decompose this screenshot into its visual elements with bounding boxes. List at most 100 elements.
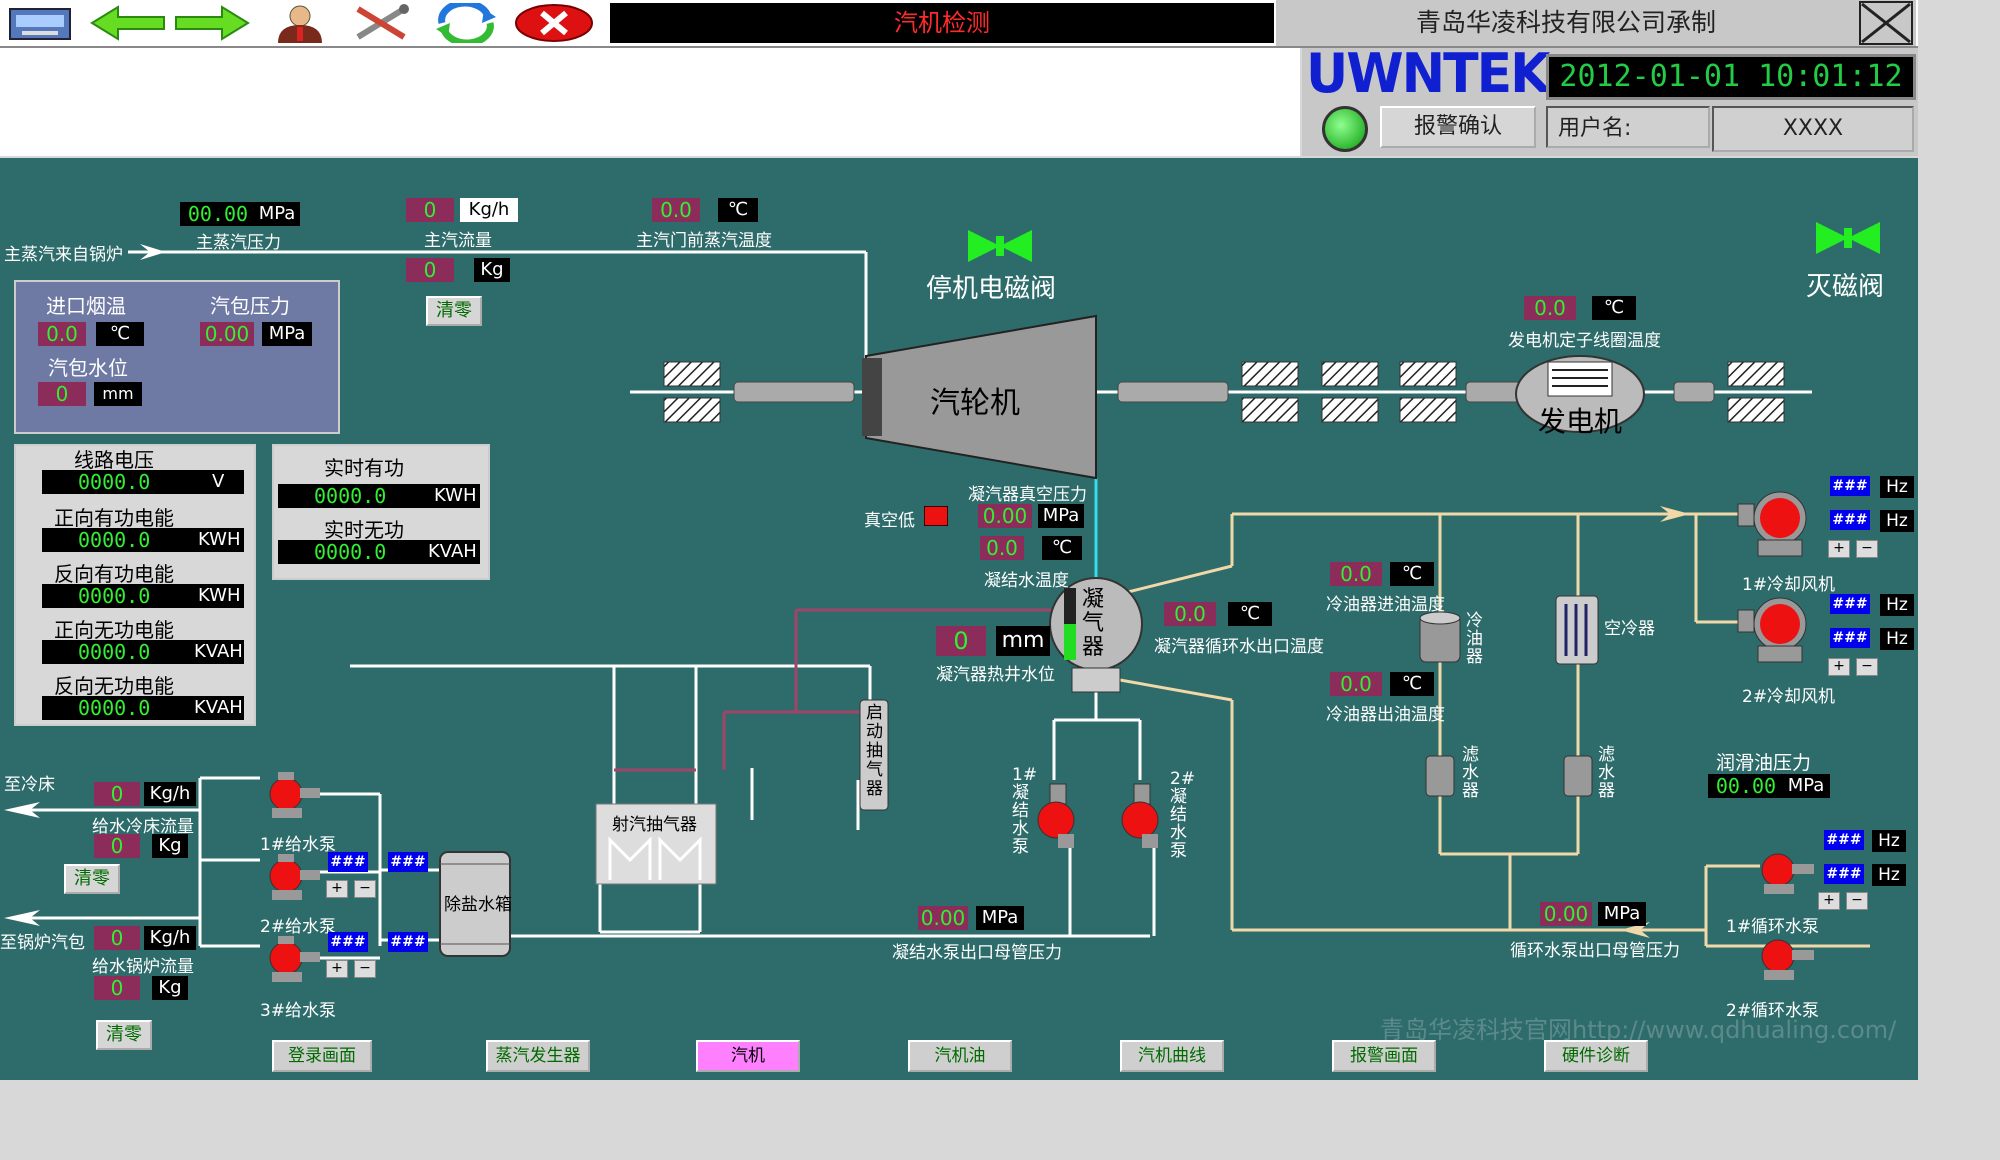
feed-pump-1-icon[interactable] xyxy=(258,770,322,824)
circ-pump-1-icon[interactable] xyxy=(1758,848,1818,902)
extinguish-valve-icon[interactable] xyxy=(1812,218,1884,262)
cond-header-pressure-label: 凝结水泵出口母管压力 xyxy=(892,943,1062,963)
boiler-clear-button[interactable]: 清零 xyxy=(96,1020,152,1050)
inlet-temp-label: 进口烟温 xyxy=(46,294,126,318)
nav-hardware-diagnostics[interactable]: 硬件诊断 xyxy=(1544,1040,1648,1072)
fan2-hz-unit-2: Hz xyxy=(1880,628,1914,650)
fan2-minus-button[interactable]: − xyxy=(1856,658,1878,676)
circ-pump1-plus-button[interactable]: + xyxy=(1818,892,1840,910)
condensate-temp-value: 0.0 xyxy=(980,536,1024,560)
main-steam-pressure-unit: MPa xyxy=(254,202,300,226)
alarm-led-icon xyxy=(1322,106,1368,152)
boiler-flow-label: 给水锅炉流量 xyxy=(92,957,194,977)
circ-pump1-minus-button[interactable]: − xyxy=(1846,892,1868,910)
stator-temp-unit: ℃ xyxy=(1592,296,1636,320)
nav-turbine-curve[interactable]: 汽机曲线 xyxy=(1120,1040,1224,1072)
feed-pump2-plus-button[interactable]: + xyxy=(326,880,348,898)
feed-pump3-plus-button[interactable]: + xyxy=(326,960,348,978)
drum-level-unit: mm xyxy=(94,382,142,406)
rev-reactive-energy-unit: KVAH xyxy=(194,697,243,718)
boiler-total-value: 0 xyxy=(94,976,140,1000)
cold-flow-value: 0 xyxy=(94,782,140,806)
cold-total-value: 0 xyxy=(94,834,140,858)
fwd-active-energy-unit: KWH xyxy=(198,529,241,550)
condenser-label: 凝 气 器 xyxy=(1082,587,1105,660)
to-cold-bed-label: 至冷床 xyxy=(4,775,55,795)
main-steam-flow-value: 0 xyxy=(406,198,454,222)
cond-pump-1-icon[interactable] xyxy=(1034,780,1084,854)
fan2-freq-set[interactable]: ### xyxy=(1830,594,1870,614)
fan2-freq-actual: ### xyxy=(1830,628,1870,648)
datetime-display: 2012-01-01 10:01:12 xyxy=(1546,54,1916,100)
circ-pump1-label: 1#循环水泵 xyxy=(1726,917,1820,937)
cold-clear-button[interactable]: 清零 xyxy=(64,864,120,894)
hotwell-level-value: 0 xyxy=(936,626,986,656)
forward-arrow-icon[interactable] xyxy=(172,3,250,43)
steam-source-label: 主蒸汽来自锅炉 xyxy=(4,245,123,265)
vacuum-low-label: 真空低 xyxy=(864,511,915,531)
generator-label: 发电机 xyxy=(1538,405,1623,438)
nav-steam-generator[interactable]: 蒸汽发生器 xyxy=(486,1040,590,1072)
fan1-freq-set[interactable]: ### xyxy=(1830,476,1870,496)
boiler-total-unit: Kg xyxy=(152,976,188,1000)
cooler-out-temp-value: 0.0 xyxy=(1330,672,1382,696)
cooling-fan-1-icon[interactable] xyxy=(1734,490,1814,564)
circ-pump1-freq-set[interactable]: ### xyxy=(1824,830,1864,850)
window-close-button[interactable] xyxy=(1856,0,1916,46)
feed-pump-2-icon[interactable] xyxy=(258,852,322,906)
drum-level-label: 汽包水位 xyxy=(48,356,128,380)
tank-in-freq-2[interactable]: ### xyxy=(388,932,428,952)
nav-turbine-oil[interactable]: 汽机油 xyxy=(908,1040,1012,1072)
circ-pump2-label: 2#循环水泵 xyxy=(1726,1001,1820,1021)
circ-outlet-temp-unit: ℃ xyxy=(1228,602,1272,626)
fan1-freq-actual: ### xyxy=(1830,510,1870,530)
main-steam-flow-label: 主汽流量 xyxy=(424,231,492,251)
stator-temp-value: 0.0 xyxy=(1524,296,1576,320)
feed-pump2-minus-button[interactable]: − xyxy=(354,880,376,898)
tank-in-freq-1[interactable]: ### xyxy=(388,852,428,872)
user-icon[interactable] xyxy=(264,3,336,43)
circ-outlet-temp-value: 0.0 xyxy=(1164,602,1216,626)
nav-login-screen[interactable]: 登录画面 xyxy=(272,1040,372,1072)
fan1-minus-button[interactable]: − xyxy=(1856,540,1878,558)
drum-pressure-unit: MPa xyxy=(262,322,312,346)
rev-active-energy-value: 0000.0 xyxy=(42,584,244,608)
nav-turbine[interactable]: 汽机 xyxy=(696,1040,800,1072)
cond-pump1-label: 1# 凝 结 水 泵 xyxy=(1012,765,1038,857)
tools-icon[interactable] xyxy=(346,3,418,43)
feed-pump3-freq[interactable]: ### xyxy=(328,932,368,952)
main-steam-total-unit: Kg xyxy=(474,258,510,282)
steam-clear-button[interactable]: 清零 xyxy=(426,296,482,326)
boiler-panel xyxy=(14,280,340,434)
cond-pump-2-icon[interactable] xyxy=(1118,780,1168,854)
filter2-label: 滤水器 xyxy=(1598,745,1615,801)
nav-alarm-screen[interactable]: 报警画面 xyxy=(1332,1040,1436,1072)
fwd-reactive-energy-unit: KVAH xyxy=(194,641,243,662)
cooler-in-temp-label: 冷油器进油温度 xyxy=(1326,595,1445,615)
cooler-out-temp-label: 冷油器出油温度 xyxy=(1326,705,1445,725)
logo: UWNTEK xyxy=(1306,42,1550,106)
circ-pump-2-icon[interactable] xyxy=(1758,934,1818,988)
back-arrow-icon[interactable] xyxy=(88,3,165,43)
fan1-plus-button[interactable]: + xyxy=(1828,540,1850,558)
feed-pump-3-icon[interactable] xyxy=(258,934,322,988)
monitor-icon[interactable] xyxy=(4,3,76,43)
circ-pump1-hz-unit-2: Hz xyxy=(1872,864,1906,886)
cooling-fan-2-icon[interactable] xyxy=(1734,596,1814,670)
watermark: 青岛华凌科技官网http://www.qdhualing.com/ xyxy=(1380,1016,1897,1044)
feed-pump2-freq[interactable]: ### xyxy=(328,852,368,872)
close-red-icon[interactable] xyxy=(514,3,593,43)
alarm-confirm-button[interactable]: 报警确认 xyxy=(1380,106,1536,148)
line-voltage-unit: V xyxy=(212,471,225,492)
fwd-active-energy-label: 正向有功电能 xyxy=(54,506,174,530)
vacuum-unit: MPa xyxy=(1038,504,1084,528)
circ-header-pressure-unit: MPa xyxy=(1598,902,1646,926)
refresh-icon[interactable] xyxy=(430,0,502,47)
cooler-in-temp-value: 0.0 xyxy=(1330,562,1382,586)
company-name: 青岛华凌科技有限公司承制 xyxy=(1276,0,1856,46)
feed-pump3-minus-button[interactable]: − xyxy=(354,960,376,978)
stop-solenoid-valve-icon[interactable] xyxy=(964,226,1036,270)
cooler-in-temp-unit: ℃ xyxy=(1390,562,1434,586)
fan2-plus-button[interactable]: + xyxy=(1828,658,1850,676)
